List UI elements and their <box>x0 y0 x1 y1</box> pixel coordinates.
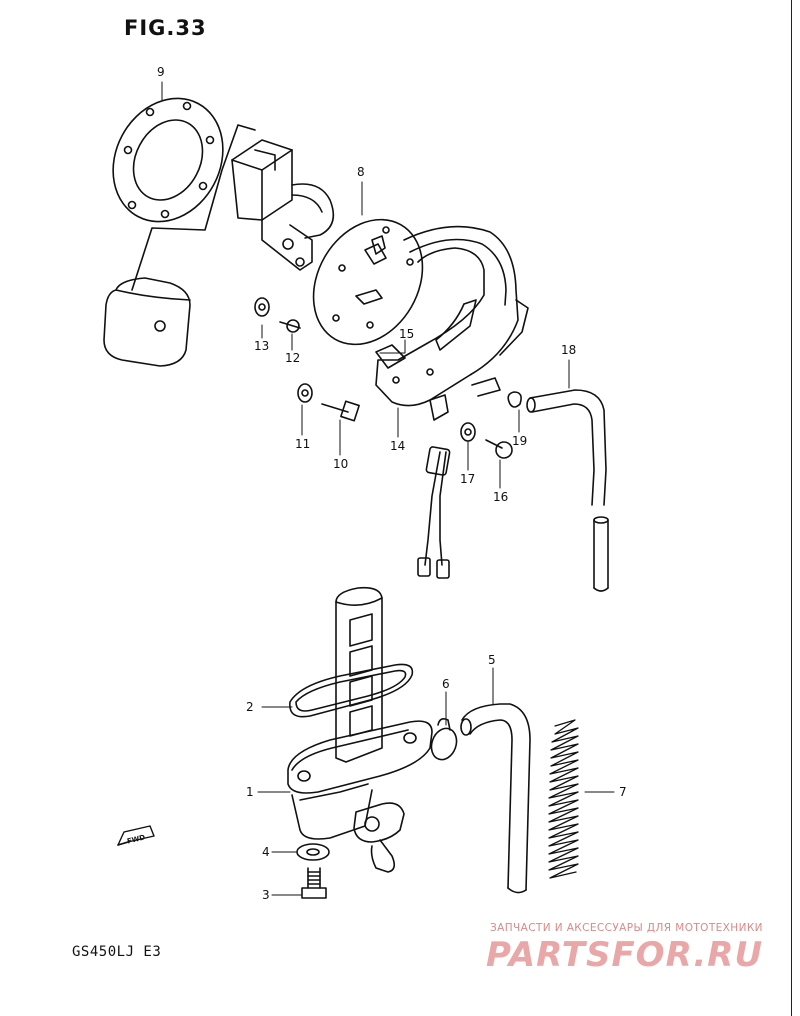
part-18-hose <box>526 389 609 592</box>
callout-15: 15 <box>399 327 414 341</box>
callout-6: 6 <box>442 677 450 691</box>
callout-10: 10 <box>333 457 348 471</box>
part-6-clip <box>430 718 458 761</box>
part-4-washer <box>296 843 330 861</box>
wiring-harness <box>417 446 451 579</box>
callout-13: 13 <box>254 339 269 353</box>
callout-4: 4 <box>262 845 270 859</box>
part-9-gasket <box>112 97 224 223</box>
callout-16: 16 <box>493 490 508 504</box>
callout-17: 17 <box>460 472 475 486</box>
callout-labels: 9 8 13 12 15 18 11 10 14 19 17 16 5 6 2 … <box>126 65 626 902</box>
callout-19: 19 <box>512 434 527 448</box>
callout-11: 11 <box>295 437 310 451</box>
fwd-arrow <box>117 825 155 846</box>
leader-lines <box>161 81 615 896</box>
part-8-sender-plate <box>312 218 424 346</box>
figure-title: FIG.33 <box>124 16 207 40</box>
callout-12: 12 <box>285 351 300 365</box>
callout-9: 9 <box>157 65 165 79</box>
watermark-brand: PARTSFOR.RU <box>486 935 764 975</box>
fasteners <box>254 297 522 459</box>
fwd-label: FWD <box>126 833 146 845</box>
part-2-oring <box>289 663 414 718</box>
part-5-hose <box>460 703 531 894</box>
callout-14: 14 <box>390 439 405 453</box>
part-1-fuel-valve <box>287 586 433 873</box>
part-7-spring <box>548 719 579 879</box>
page-edge <box>791 0 800 1016</box>
fuel-sender-float <box>103 124 256 367</box>
model-code: GS450LJ E3 <box>72 944 162 960</box>
callout-1: 1 <box>246 785 254 799</box>
part-3-bolt <box>301 867 327 899</box>
watermark-subtitle: ЗАПЧАСТИ И АКСЕССУАРЫ ДЛЯ МОТОТЕХНИКИ <box>490 922 763 934</box>
callout-18: 18 <box>561 343 576 357</box>
part-14-baffle <box>375 225 529 421</box>
callout-2: 2 <box>246 700 254 714</box>
callout-3: 3 <box>262 888 270 902</box>
callout-5: 5 <box>488 653 496 667</box>
callout-7: 7 <box>619 785 627 799</box>
callout-8: 8 <box>357 165 365 179</box>
fuel-sender-unit <box>231 139 335 271</box>
